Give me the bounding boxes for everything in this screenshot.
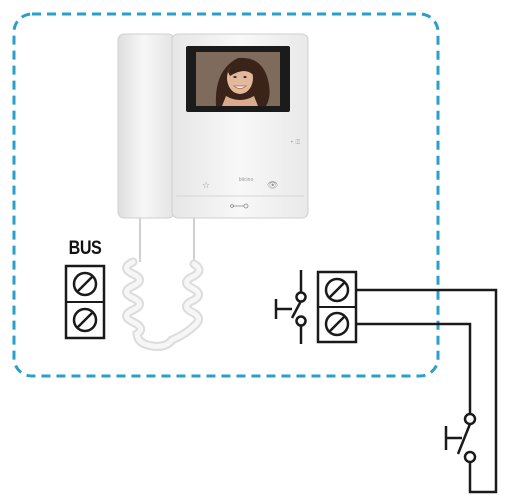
push-button-symbol	[274, 270, 307, 344]
device-boundary	[12, 12, 440, 378]
bus-label: BUS	[68, 238, 102, 259]
floor-call-terminal-block	[316, 270, 358, 344]
eye-icon[interactable]: 👁	[267, 181, 278, 191]
coiled-cord	[122, 218, 204, 351]
screw-icon	[72, 307, 98, 333]
intercom-handset	[117, 33, 175, 219]
intercom-monitor: ☆ 👁 • ⚿	[171, 33, 309, 219]
side-indicator-icon: • ⚿	[290, 139, 300, 146]
bus-terminal-block	[64, 264, 106, 340]
device-brand-label: bticino	[238, 177, 254, 183]
screw-icon	[324, 311, 350, 337]
key-icon[interactable]	[230, 203, 249, 209]
star-icon[interactable]: ☆	[202, 181, 210, 191]
visitor-photo	[196, 52, 280, 106]
screw-icon	[324, 277, 350, 303]
external-push-button	[444, 412, 477, 464]
screw-icon	[72, 271, 98, 297]
external-wiring	[356, 288, 498, 494]
